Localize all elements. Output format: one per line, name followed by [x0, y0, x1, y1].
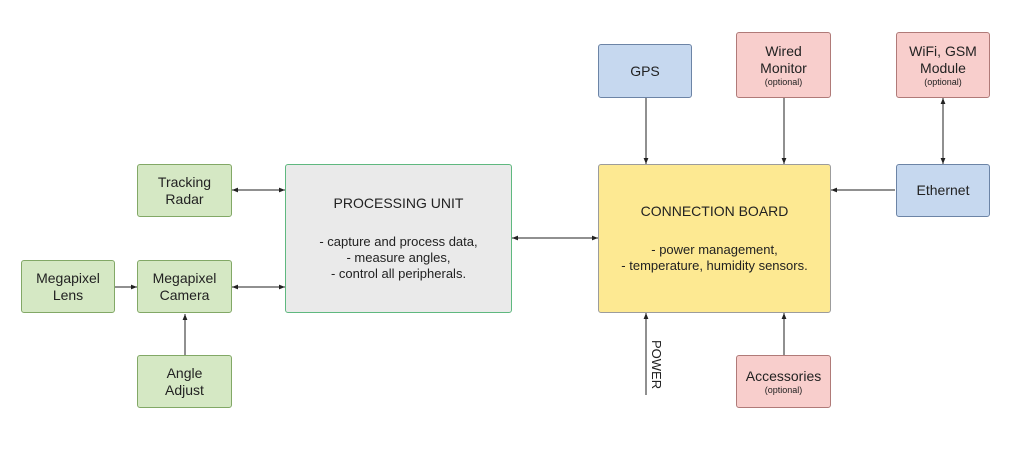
processing-unit-line3: - control all peripherals. — [330, 266, 467, 281]
wifi-gsm-line2: Module — [920, 59, 966, 76]
wifi-gsm-note: (optional) — [924, 76, 962, 87]
angle-adjust-box: Angle Adjust — [137, 355, 232, 408]
angle-adjust-line1: Angle — [166, 364, 203, 381]
megapixel-lens-box: Megapixel Lens — [21, 260, 115, 313]
megapixel-lens-line1: Megapixel — [36, 269, 100, 286]
processing-unit-box: PROCESSING UNIT - capture and process da… — [285, 164, 512, 313]
wired-monitor-line2: Monitor — [760, 59, 807, 76]
wifi-gsm-box: WiFi, GSM Module (optional) — [896, 32, 990, 98]
accessories-box: Accessories (optional) — [736, 355, 831, 408]
megapixel-camera-line2: Camera — [159, 286, 210, 303]
processing-unit-line1: - capture and process data, — [319, 234, 478, 249]
gps-label: GPS — [630, 62, 660, 79]
connection-board-title: CONNECTION BOARD — [640, 203, 789, 219]
connection-board-box: CONNECTION BOARD - power management, - t… — [598, 164, 831, 313]
connection-board-line1: - power management, — [651, 242, 778, 257]
power-label: POWER — [649, 340, 664, 390]
ethernet-box: Ethernet — [896, 164, 990, 217]
tracking-radar-line2: Radar — [165, 190, 204, 207]
ethernet-label: Ethernet — [916, 182, 970, 198]
megapixel-camera-box: Megapixel Camera — [137, 260, 232, 313]
accessories-label: Accessories — [745, 367, 822, 384]
wired-monitor-box: Wired Monitor (optional) — [736, 32, 831, 98]
tracking-radar-box: Tracking Radar — [137, 164, 232, 217]
angle-adjust-line2: Adjust — [165, 381, 204, 398]
accessories-note: (optional) — [764, 384, 803, 395]
connection-board-line2: - temperature, humidity sensors. — [621, 258, 808, 273]
processing-unit-title: PROCESSING UNIT — [333, 195, 464, 211]
megapixel-lens-line2: Lens — [52, 286, 84, 303]
wifi-gsm-line1: WiFi, GSM — [909, 42, 977, 59]
gps-box: GPS — [598, 44, 692, 98]
wired-monitor-line1: Wired — [765, 42, 802, 59]
processing-unit-line2: - measure angles, — [346, 250, 451, 265]
wired-monitor-note: (optional) — [764, 76, 803, 87]
megapixel-camera-line1: Megapixel — [152, 269, 217, 286]
tracking-radar-line1: Tracking — [157, 173, 212, 190]
